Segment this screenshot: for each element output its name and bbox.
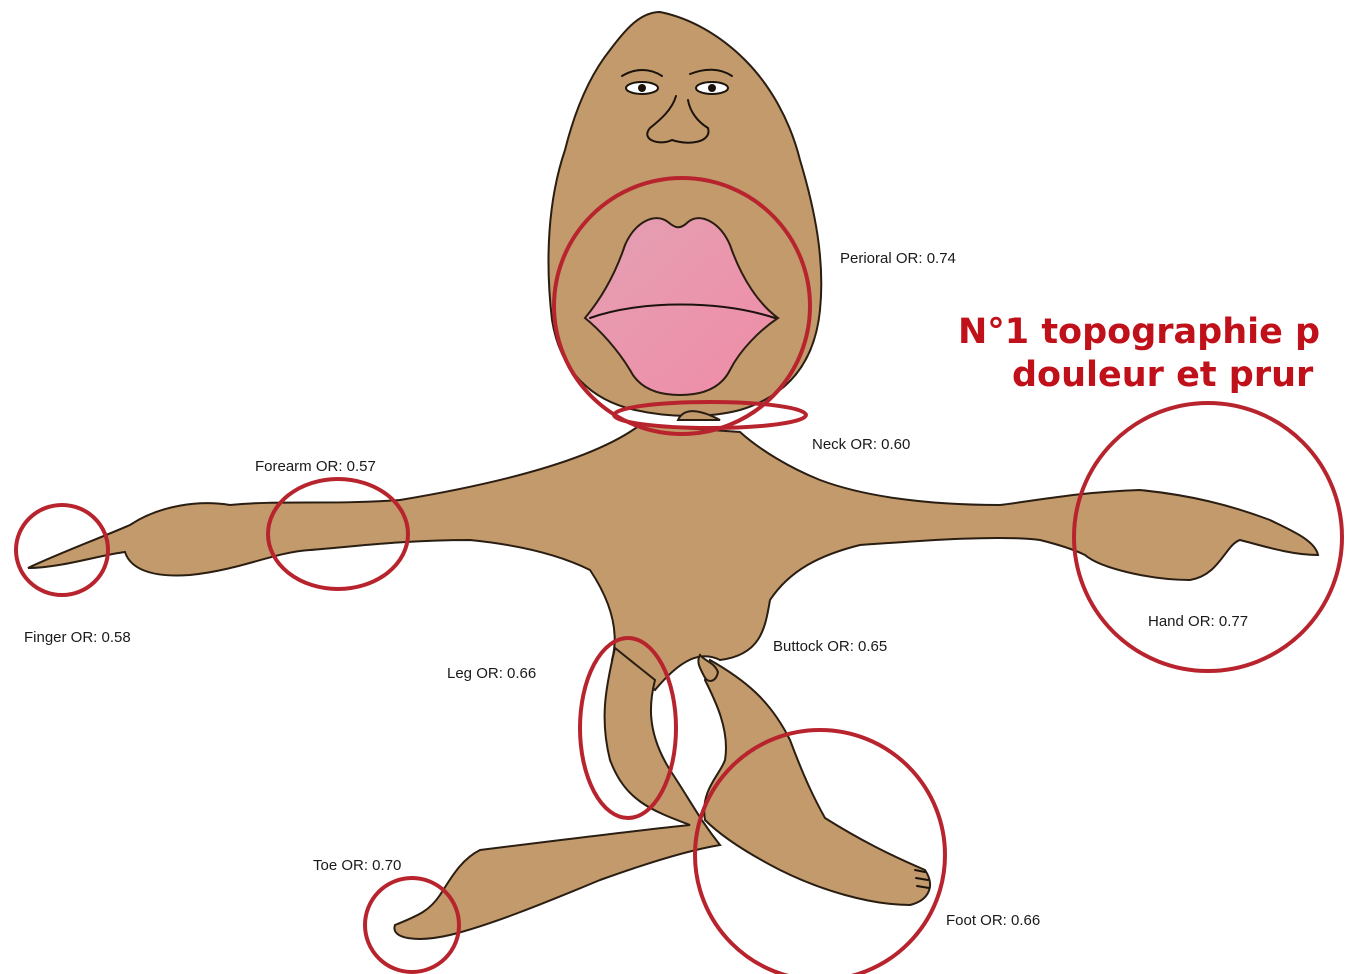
- foot-label: Foot OR: 0.66: [946, 912, 1040, 929]
- slide-title: N°1 topographie p douleur et prur: [958, 312, 1320, 395]
- toe-label: Toe OR: 0.70: [313, 857, 401, 874]
- leg-label: Leg OR: 0.66: [447, 665, 536, 682]
- title-line-1: N°1 topographie p: [958, 312, 1320, 352]
- buttock-label: Buttock OR: 0.65: [773, 638, 887, 655]
- right-pupil: [708, 84, 716, 92]
- perioral-label: Perioral OR: 0.74: [840, 250, 956, 267]
- finger-label: Finger OR: 0.58: [24, 629, 131, 646]
- homunculus-figure: [28, 12, 1318, 939]
- hand-label: Hand OR: 0.77: [1148, 613, 1248, 630]
- right-leg: [704, 660, 930, 905]
- torso-and-arms: [28, 425, 1318, 690]
- forearm-label: Forearm OR: 0.57: [255, 458, 376, 475]
- title-line-2: douleur et prur: [1012, 355, 1314, 395]
- left-pupil: [638, 84, 646, 92]
- neck-label: Neck OR: 0.60: [812, 436, 910, 453]
